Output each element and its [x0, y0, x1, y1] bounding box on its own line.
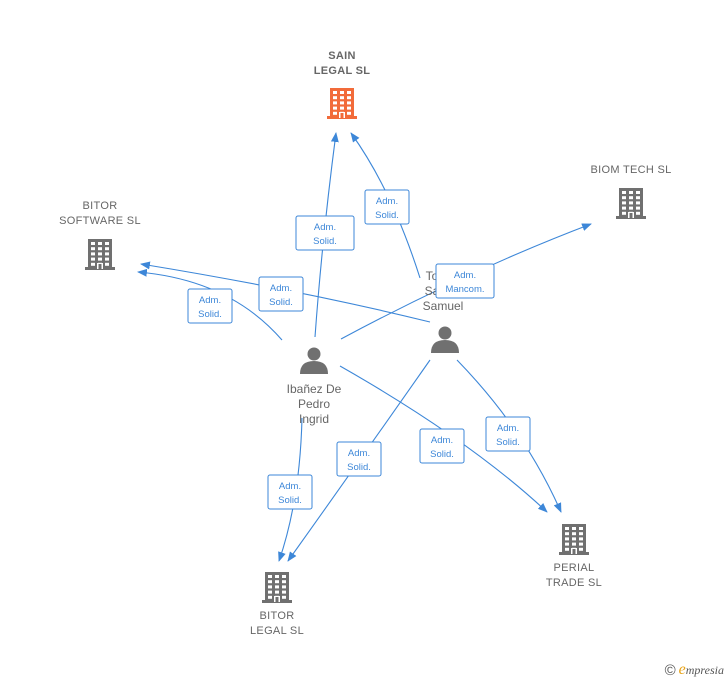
person-name-line: Ibañez De	[287, 382, 342, 396]
person-name-line: To	[426, 269, 439, 283]
edge-label-text: Solid.	[313, 236, 337, 247]
edge-label-ib-perial[interactable]: Adm. Solid.	[419, 428, 465, 464]
building-icon	[262, 572, 292, 603]
edge-label-box	[336, 441, 382, 477]
edge-label-text: Solid.	[430, 449, 454, 460]
edge-label-text: Solid.	[278, 495, 302, 506]
edge-label-text: Adm.	[497, 423, 519, 434]
edge-label-box	[364, 189, 410, 225]
edge-label-text: Solid.	[347, 462, 371, 473]
nodes-layer: SAIN LEGAL SL BIOM TECH SL BITOR SOFTWARE SL…	[59, 50, 671, 637]
company-name-line: SAIN	[328, 50, 355, 62]
person-name-line: Samuel	[423, 299, 464, 313]
edge-label-to-sain[interactable]: Adm. Solid.	[364, 189, 410, 225]
company-name-line: PERIAL	[554, 562, 595, 574]
edge-label-ib-biom[interactable]: Adm. Mancom.	[435, 263, 495, 299]
edge-label-box	[258, 276, 304, 312]
person-name-line: Pedro	[298, 397, 330, 411]
company-name-line: TRADE SL	[546, 577, 602, 589]
edge-label-box	[267, 474, 313, 510]
person-icon	[431, 326, 459, 353]
person-name-line: Ingrid	[299, 412, 329, 426]
edge-label-to-bitorlegal[interactable]: Adm. Solid.	[336, 441, 382, 477]
building-icon	[616, 188, 646, 219]
company-node-bitor-sw[interactable]: BITOR SOFTWARE SL	[59, 200, 141, 270]
edge-label-text: Adm.	[376, 196, 398, 207]
building-icon	[327, 88, 357, 119]
building-icon	[85, 239, 115, 270]
edge-label-text: Adm.	[348, 448, 370, 459]
edge-label-text: Mancom.	[445, 284, 484, 295]
company-node-biom[interactable]: BIOM TECH SL	[590, 164, 671, 219]
brand-logo-initial: e	[678, 661, 686, 678]
company-name-line: BITOR	[260, 610, 295, 622]
edge-label-box	[485, 416, 531, 452]
edge-label-box	[435, 263, 495, 299]
copyright-symbol: ©	[664, 662, 676, 679]
edge-label-text: Adm.	[279, 481, 301, 492]
edge-label-box	[419, 428, 465, 464]
company-name-line: LEGAL SL	[314, 65, 371, 77]
building-icon	[559, 524, 589, 555]
company-node-perial[interactable]: PERIAL TRADE SL	[546, 524, 602, 589]
edge-label-box	[187, 288, 233, 324]
edge-label-text: Solid.	[496, 437, 520, 448]
company-node-bitor-legal[interactable]: BITOR LEGAL SL	[250, 572, 304, 637]
edge-label-text: Solid.	[198, 309, 222, 320]
company-name-line: SOFTWARE SL	[59, 215, 141, 227]
company-name-line: BIOM TECH SL	[590, 164, 671, 176]
company-node-sain[interactable]: SAIN LEGAL SL	[314, 50, 371, 119]
brand-logo-text: mpresia	[685, 663, 724, 677]
person-icon	[300, 347, 328, 374]
edge-label-ib-bitorlegal[interactable]: Adm. Solid.	[267, 474, 313, 510]
edge-label-to-bitorsw[interactable]: Adm. Solid.	[258, 276, 304, 312]
edge-label-to-perial[interactable]: Adm. Solid.	[485, 416, 531, 452]
edge-label-text: Adm.	[199, 295, 221, 306]
edge-label-ib-bitorsw[interactable]: Adm. Solid.	[187, 288, 233, 324]
edge-label-text: Adm.	[314, 222, 336, 233]
copyright-credit[interactable]: ©empresia	[665, 661, 724, 679]
company-name-line: BITOR	[83, 200, 118, 212]
edge-label-text: Solid.	[375, 210, 399, 221]
edge-label-text: Solid.	[269, 297, 293, 308]
company-name-line: LEGAL SL	[250, 625, 304, 637]
edge-label-text: Adm.	[270, 283, 292, 294]
edge-label-ib-sain[interactable]: Adm. Solid.	[295, 215, 355, 251]
edge-label-text: Adm.	[431, 435, 453, 446]
edge-labels-layer: Adm. Solid. Adm. Solid. Adm. Solid. Adm. Solid.…	[187, 189, 531, 510]
edge-label-text: Adm.	[454, 270, 476, 281]
edge-label-box	[295, 215, 355, 251]
